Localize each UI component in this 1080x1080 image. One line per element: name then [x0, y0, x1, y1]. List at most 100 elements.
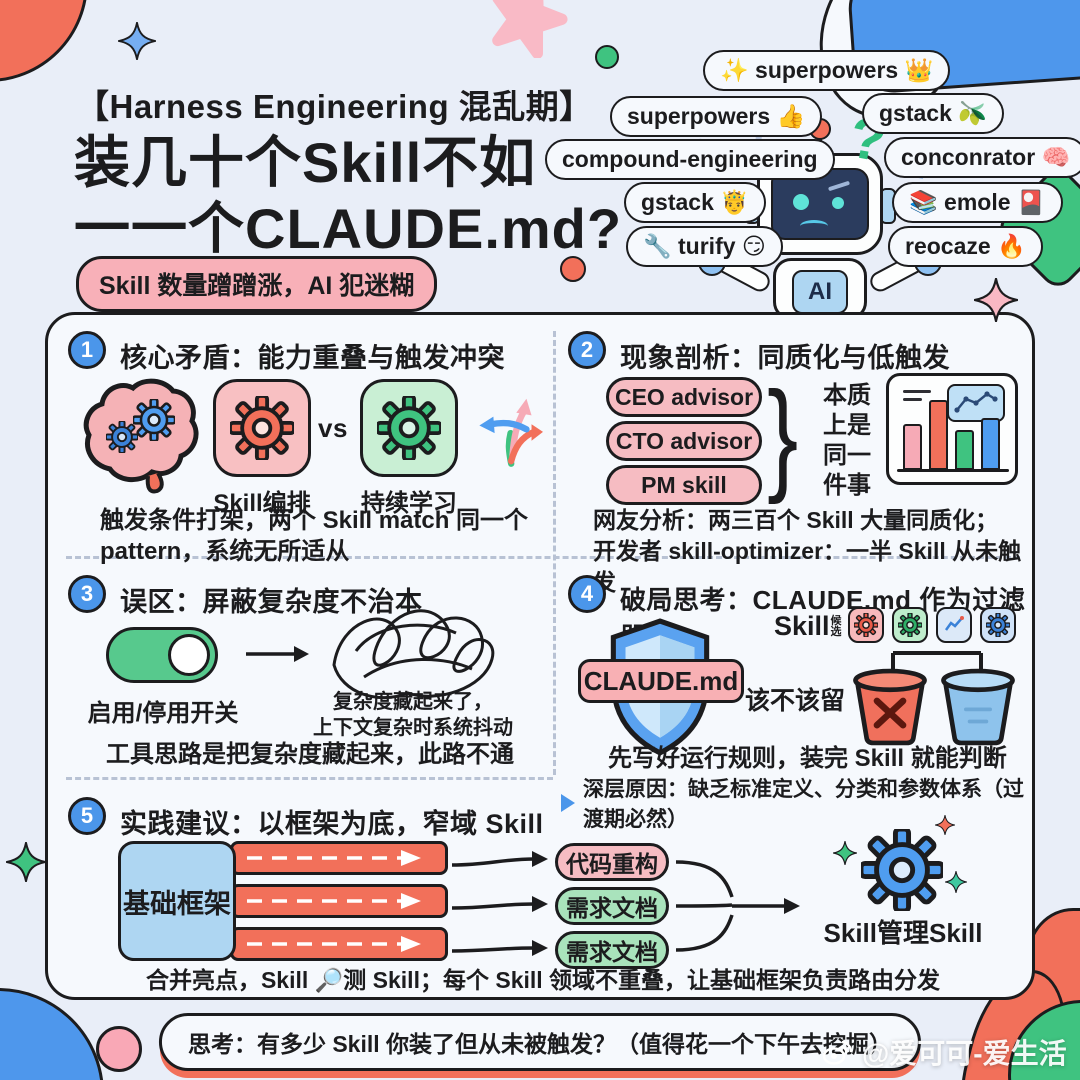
- toggle-knob: [168, 634, 210, 676]
- closing-question-pill: 思考：有多少 Skill 你装了但从未被触发？（值得花一个下午去挖掘）: [158, 1013, 922, 1071]
- section-heading: 误区：屏蔽复杂度不治本: [120, 587, 423, 617]
- weibo-icon: [822, 1040, 853, 1065]
- section-heading: 核心矛盾：能力重叠与触发冲突: [120, 343, 505, 373]
- robot-eye-left: [793, 194, 809, 210]
- robot-chest-label: AI: [808, 278, 832, 305]
- routing-connectors: [451, 851, 548, 956]
- dashed-arrow: [247, 893, 421, 909]
- dashed-arrow: [247, 850, 421, 866]
- skill-pool-text: Skill: [774, 611, 830, 641]
- page-title-line2: 一一个CLAUDE.md?: [74, 197, 623, 260]
- continuous-learning-card: [360, 379, 458, 477]
- section-body: 先写好运行规则，装完 Skill 就能判断: [608, 745, 1007, 772]
- sparkle-icon: [974, 278, 1018, 322]
- skill-bubble: conconrator 🧠: [884, 137, 1080, 178]
- section-body: 触发条件打架，两个 Skill match 同一个 pattern，系统无所适从: [100, 507, 529, 565]
- watermark: @爱可可-爱生活: [822, 1032, 1067, 1072]
- keep-or-not-label: 该不该留: [744, 687, 845, 715]
- sparkle-icon: [833, 841, 857, 865]
- deep-reason-text: 深层原因：缺乏标准定义、分类和参数体系（过渡期必然）: [583, 778, 1024, 831]
- branching-arrows-icon: [479, 398, 543, 467]
- scribble-label: 复杂度藏起来了， 上下文复杂时系统抖动: [313, 691, 513, 739]
- kicker-title: 【Harness Engineering 混乱期】: [76, 88, 593, 125]
- robot-chest-plate: AI: [792, 270, 848, 314]
- skill-chart-icon: [936, 607, 972, 643]
- gear-card-label: 持续学习: [361, 490, 457, 517]
- keep-bucket-icon: [941, 668, 1015, 746]
- toggle-label: 启用/停用开关: [87, 700, 239, 727]
- brace-note: 本质 上是 同一 件事: [823, 382, 871, 499]
- corner-blob-top-left: [0, 0, 88, 82]
- section-number: 4: [568, 575, 606, 613]
- toggle-switch: [106, 627, 218, 683]
- skill-pill: PM skill: [606, 465, 762, 505]
- dashed-arrow: [247, 936, 421, 952]
- sparkle-icon: [118, 22, 156, 60]
- line-chart-icon: [954, 391, 998, 413]
- corner-blob-bottom-left: [0, 988, 104, 1080]
- skill-manager-label: Skill管理Skill: [823, 918, 983, 948]
- row-divider: [66, 777, 553, 780]
- section-body: 工具思路是把复杂度藏起来，此路不通: [106, 741, 514, 768]
- deep-reason-row: 深层原因：缺乏标准定义、分类和参数体系（过渡期必然）: [561, 773, 1032, 833]
- pink-dot: [96, 1026, 142, 1072]
- skill-bubble: reocaze 🔥: [888, 226, 1043, 267]
- section-heading: 实践建议：以框架为底，窄域 Skill: [120, 809, 544, 839]
- skill-bubble: 📚 emole 🎴: [892, 182, 1063, 223]
- skill-bubble: 🔧 turify 😏: [626, 226, 783, 267]
- discard-bucket-icon: [853, 668, 927, 746]
- section-body: 网友分析：两三百个 Skill 大量同质化； 开发者 skill-optimiz…: [593, 507, 1022, 595]
- section-body: 合并亮点，Skill 🔎测 Skill；每个 Skill 领域不重叠，让基础框架…: [145, 967, 941, 993]
- subtitle-badge: Skill 数量蹭蹭涨，AI 犯迷糊: [76, 256, 438, 312]
- section-number: 1: [68, 331, 106, 369]
- robot-mouth: [800, 220, 828, 232]
- skill-gear-icon: [892, 607, 928, 643]
- scribble-icon: [332, 609, 495, 700]
- gear-icon: [861, 829, 943, 911]
- robot-eye-right: [832, 197, 844, 209]
- skill-bubble: compound-engineering: [545, 139, 835, 180]
- brace-glyph: }: [767, 367, 799, 505]
- skill-gear-icon: [848, 607, 884, 643]
- brain-gears-icon: [83, 378, 199, 494]
- star-blob-icon: [492, 0, 568, 58]
- base-framework-box: 基础框架: [118, 841, 236, 961]
- gear-icon: [377, 396, 441, 460]
- skill-orchestration-card: [213, 379, 311, 477]
- output-pill: 需求文档: [555, 887, 669, 925]
- watermark-handle: @爱可可-爱生活: [862, 1038, 1067, 1069]
- skill-bubble: gstack 🫒: [862, 93, 1004, 134]
- page-title-line1: 装几十个Skill不如: [74, 131, 537, 194]
- section-number: 3: [68, 575, 106, 613]
- sparkle-icon: [935, 815, 955, 835]
- column-divider: [553, 331, 556, 775]
- skill-bubble: gstack 🤴: [624, 182, 766, 223]
- gear-icon: [230, 396, 294, 460]
- content-panel: 1 核心矛盾：能力重叠与触发冲突 Skill编排 vs 持续学习 触发条件打架，…: [45, 312, 1035, 1000]
- merge-connector: [675, 860, 800, 952]
- vs-label: vs: [318, 413, 348, 443]
- skill-pool-label: Skill 候选: [774, 611, 844, 642]
- skill-bubble: ✨ superpowers 👑: [703, 50, 951, 91]
- output-pill: 代码重构: [555, 843, 669, 881]
- section-number: 2: [568, 331, 606, 369]
- skill-bubble: superpowers 👍: [610, 96, 823, 137]
- section-number: 5: [68, 797, 106, 835]
- base-framework-diagram: 基础框架: [118, 841, 448, 961]
- bar-chart-icon: [886, 373, 1018, 485]
- skill-gear-icon: [980, 607, 1016, 643]
- skill-pill: CEO advisor: [606, 377, 762, 417]
- gear-card-label: Skill编排: [213, 490, 311, 517]
- green-dot: [595, 45, 619, 69]
- arrow-right-icon: [246, 646, 309, 662]
- section-heading: 现象剖析：同质化与低触发: [620, 343, 950, 373]
- skill-manager-icon: [823, 815, 983, 975]
- skill-pool-text-small: 候选: [830, 614, 842, 638]
- play-triangle-icon: [561, 794, 575, 812]
- sparkle-icon: [945, 871, 967, 893]
- red-dot: [560, 256, 586, 282]
- claude-md-badge: CLAUDE.md: [578, 659, 744, 703]
- output-pill: 需求文档: [555, 931, 669, 969]
- row-divider: [66, 556, 1020, 559]
